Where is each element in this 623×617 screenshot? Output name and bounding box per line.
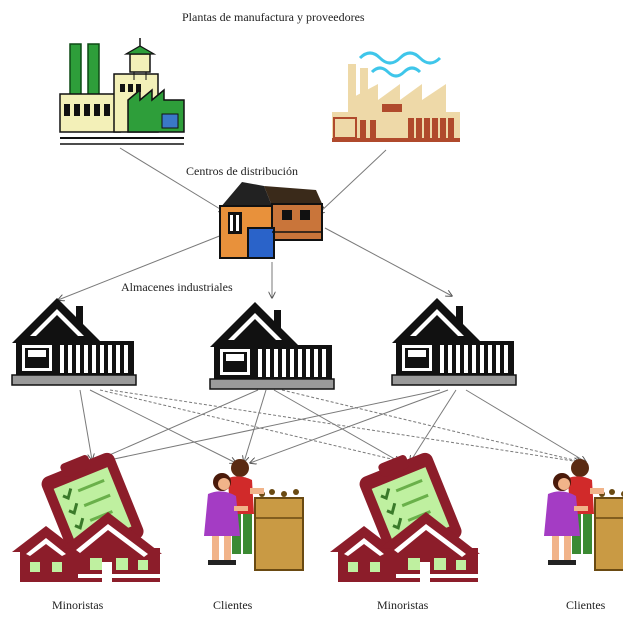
retail-store-icon-1 [10,443,164,584]
customers-label-2: Clientes [566,598,606,612]
arrow-distribution-to-warehouse-1 [58,234,223,300]
customers-label-1: Clientes [213,598,253,612]
warehouse-icon-right [391,297,517,386]
plants-title: Plantas de manufactura y proveedores [182,10,365,24]
distribution-center-icon [219,182,324,259]
warehouse-icon-left [11,297,137,386]
beige-factory-icon [332,51,460,142]
warehouse-icon-center [209,301,335,390]
distribution-centers-label: Centros de distribución [186,164,298,178]
connection-arrows [58,147,586,463]
arrow-plant-right-to-distribution [318,149,387,214]
retail-store-icon-2 [328,443,482,584]
arrow-plant-left-to-distribution [119,147,225,212]
customers-icon-1 [203,458,304,571]
retailers-label-1: Minoristas [52,598,104,612]
arrow-distribution-to-warehouse-3 [324,227,452,296]
green-factory-icon [59,38,185,145]
retailers-label-2: Minoristas [377,598,429,612]
industrial-warehouses-label: Almacenes industriales [121,280,233,294]
customers-icon-2 [543,458,623,571]
